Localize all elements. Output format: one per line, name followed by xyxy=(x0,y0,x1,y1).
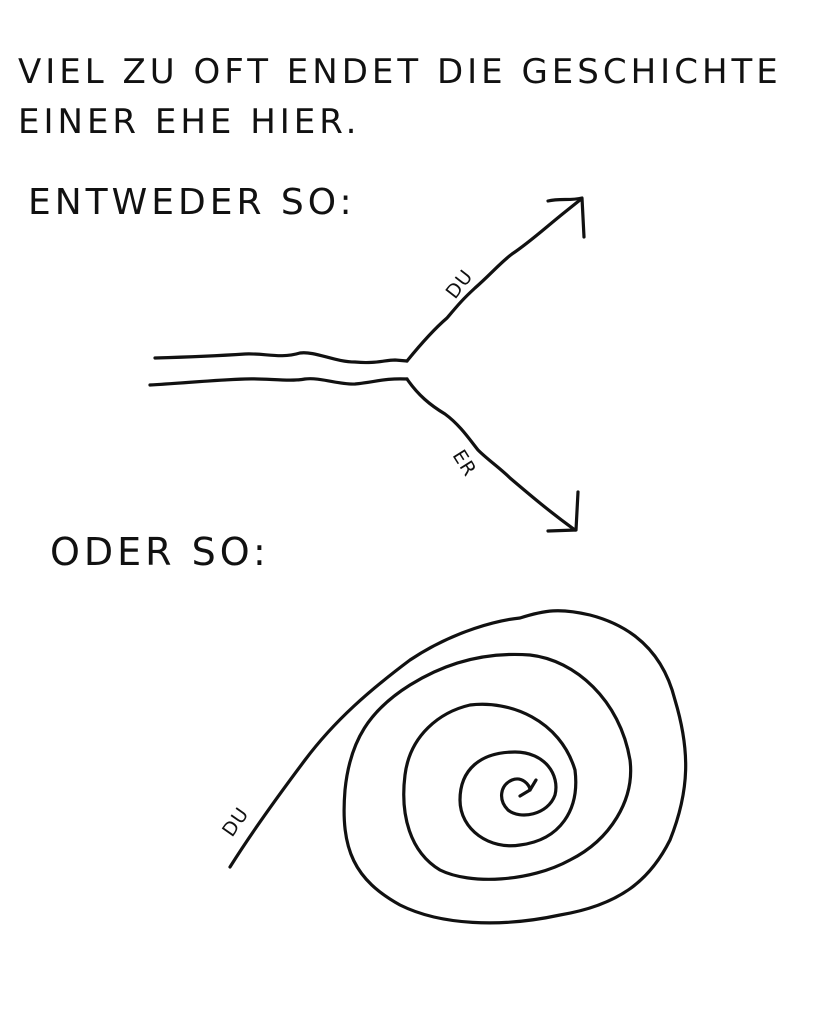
branch-down-line xyxy=(405,377,577,532)
spiral-label: DU xyxy=(218,803,254,841)
branch-down-arrowhead xyxy=(546,490,580,533)
option-a-heading: ENTWEDER SO: xyxy=(28,182,356,223)
branch-up-arrowhead xyxy=(546,196,586,239)
spiral-arrowhead xyxy=(518,778,538,798)
intro-line-2: EINER EHE HIER. xyxy=(18,102,361,142)
branch-up-label: DU xyxy=(442,265,478,303)
spiral-diagram: DU xyxy=(218,609,688,925)
path-upper-line xyxy=(153,351,409,365)
option-b-heading: ODER SO: xyxy=(50,530,270,574)
branch-up-line xyxy=(405,198,582,363)
path-lower-line xyxy=(148,377,409,387)
intro-line-1: VIEL ZU OFT ENDET DIE GESCHICHTE xyxy=(18,52,782,92)
diverging-paths-diagram: DU ER xyxy=(148,196,586,533)
branch-down-label: ER xyxy=(448,446,481,481)
spiral-line xyxy=(228,609,688,925)
